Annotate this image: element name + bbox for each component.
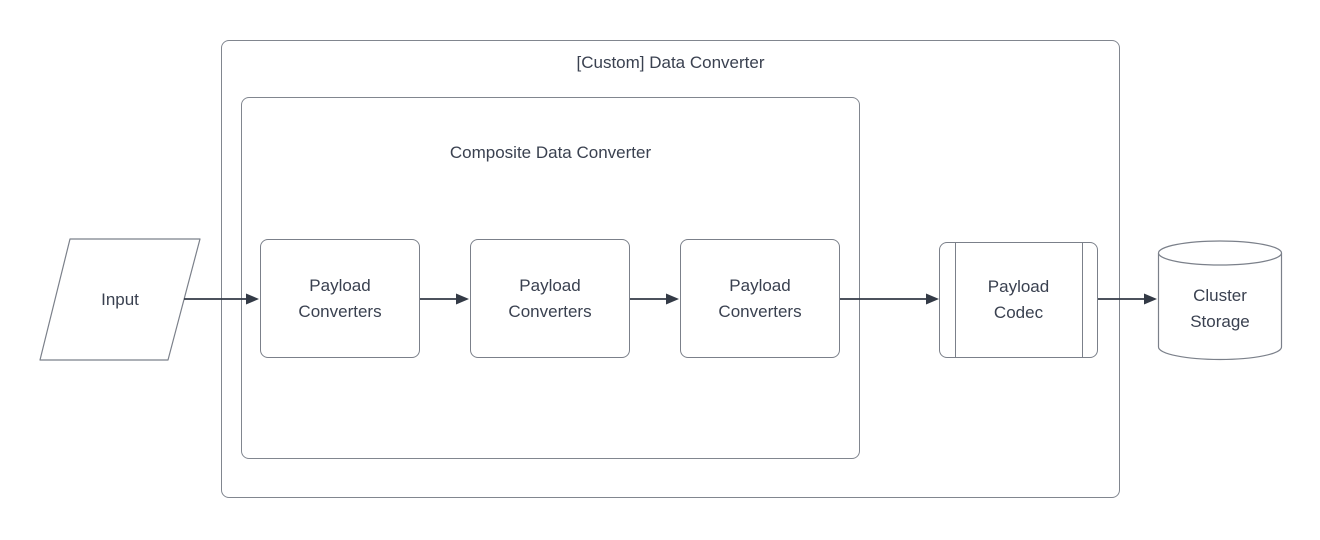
cluster-storage-cylinder-shape [1157, 240, 1283, 361]
payload-codec-label: Payload Codec [987, 277, 1050, 322]
composite-data-converter-title: Composite Data Converter [449, 143, 652, 162]
input-parallelogram-shape [39, 238, 201, 361]
arrow-input-to-converter1 [184, 293, 259, 305]
payload-converters-label-2: Payload Converters [508, 275, 592, 321]
payload-converters-box-3: Payload Converters [680, 239, 840, 358]
codec-right-bar [1082, 243, 1083, 357]
arrow-converter3-to-codec [840, 293, 939, 305]
arrow-codec-to-storage [1098, 293, 1157, 305]
payload-converters-label-1: Payload Converters [298, 275, 382, 321]
payload-converters-label-3: Payload Converters [718, 275, 802, 321]
codec-left-bar [955, 243, 956, 357]
input-node-label: Input [101, 289, 139, 309]
payload-codec-box: Payload Codec [939, 242, 1098, 358]
custom-data-converter-title: [Custom] Data Converter [576, 53, 765, 72]
payload-converters-box-2: Payload Converters [470, 239, 630, 358]
payload-converters-box-1: Payload Converters [260, 239, 420, 358]
cluster-storage-label: Cluster Storage [1190, 286, 1250, 331]
arrow-converter2-to-converter3 [630, 293, 679, 305]
arrow-converter1-to-converter2 [420, 293, 469, 305]
